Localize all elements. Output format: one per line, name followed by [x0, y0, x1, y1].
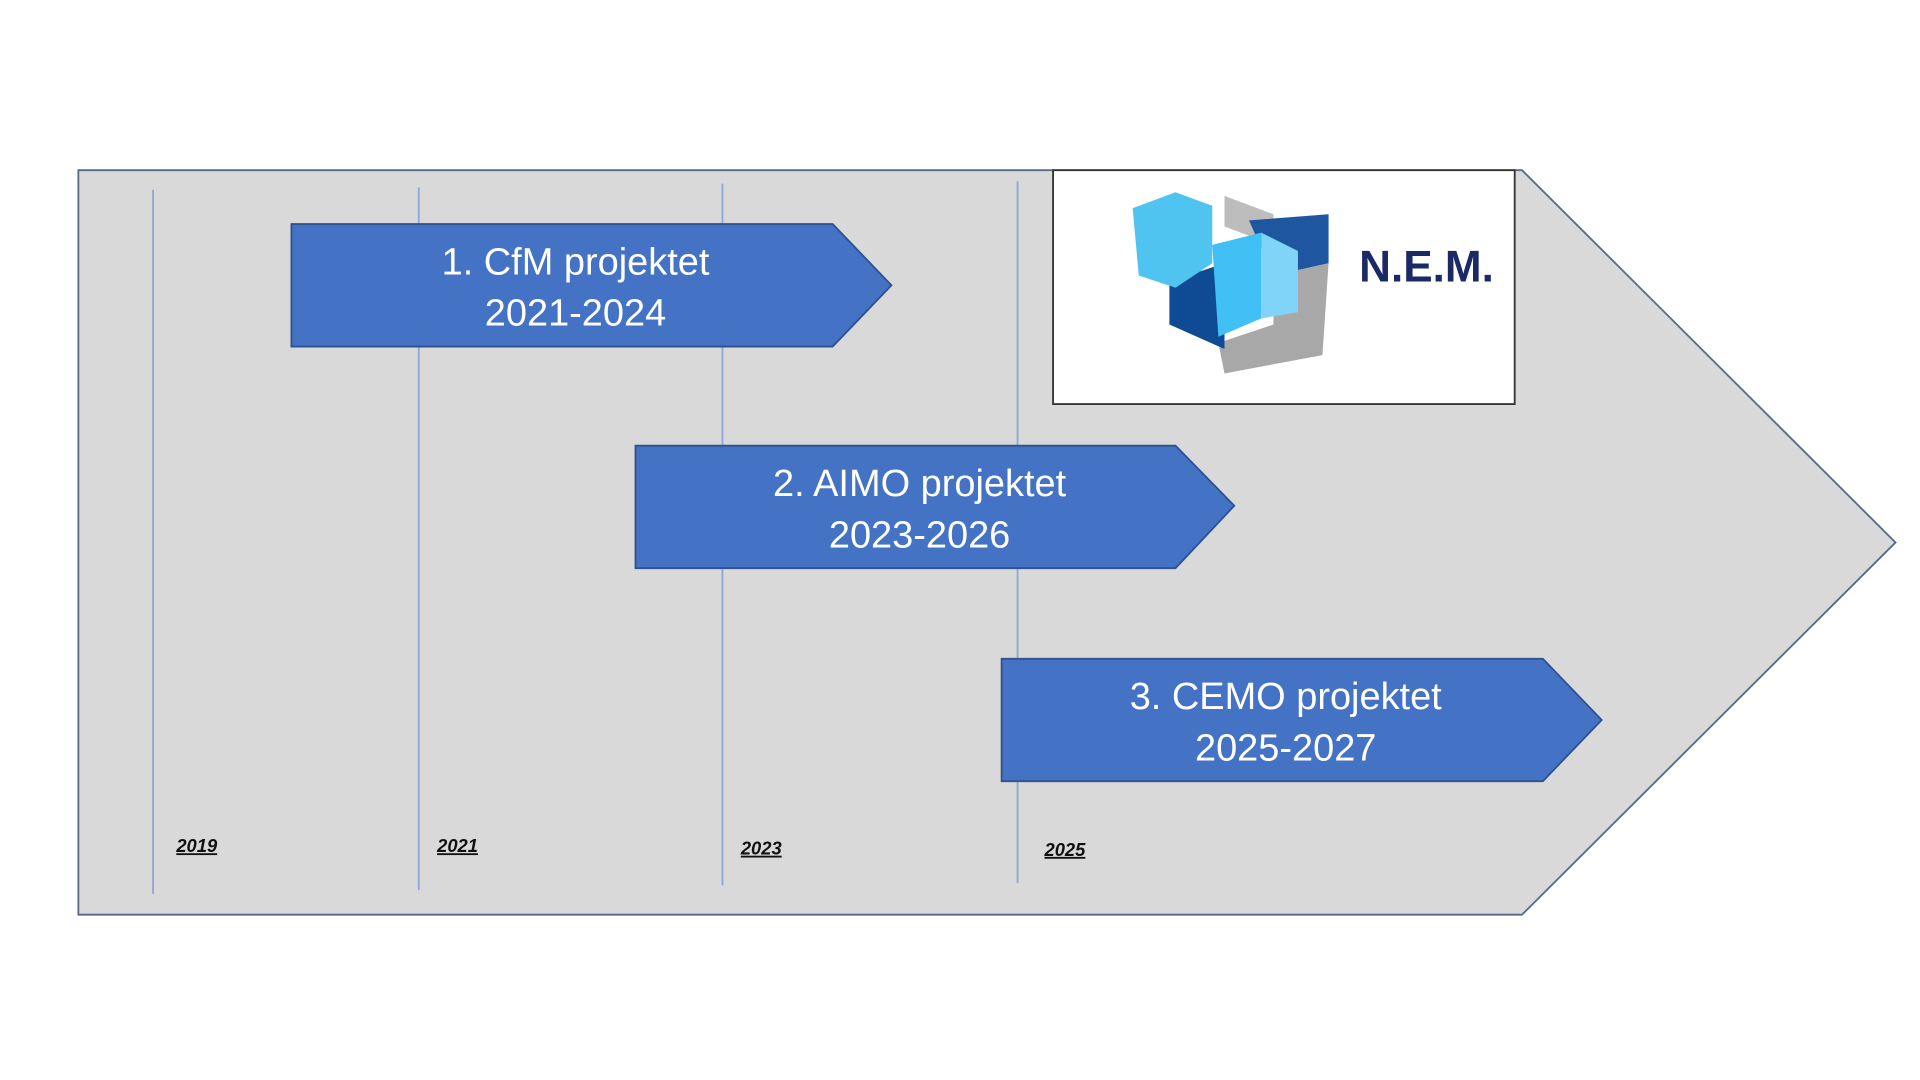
project-arrow-cemo: 3. CEMO projektet 2025-2027: [1000, 657, 1603, 783]
logo-text: N.E.M.: [1359, 243, 1494, 292]
project-title: 3. CEMO projektet: [1130, 676, 1442, 718]
project-period: 2021-2024: [485, 293, 666, 335]
project-arrow-cfm: 1. CfM projektet 2021-2024: [290, 223, 893, 348]
nem-logo: N.E.M.: [1052, 169, 1516, 405]
year-label: 2019: [175, 835, 218, 856]
project-arrow-aimo: 2. AIMO projektet 2023-2026: [634, 444, 1236, 570]
project-period: 2025-2027: [1195, 727, 1376, 769]
year-label: 2021: [436, 835, 478, 856]
year-label: 2023: [740, 838, 782, 859]
project-period: 2023-2026: [829, 514, 1010, 556]
year-label: 2025: [1043, 839, 1086, 860]
cube-logo-icon: [1132, 192, 1329, 374]
project-title: 2. AIMO projektet: [773, 463, 1067, 505]
project-title: 1. CfM projektet: [442, 241, 710, 283]
